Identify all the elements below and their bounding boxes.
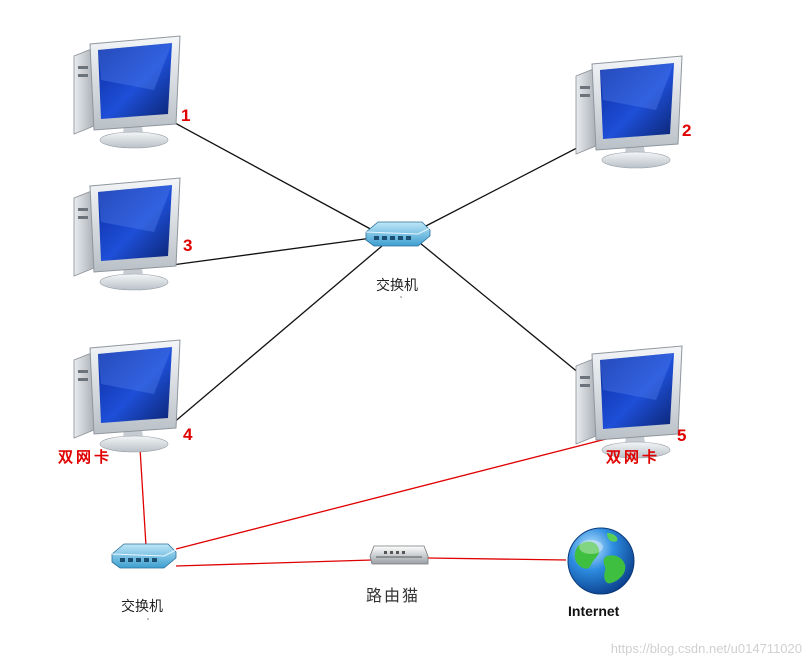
- link-modem-internet: [427, 557, 567, 561]
- computer-3[interactable]: [73, 177, 181, 291]
- link-pc3-switch: [171, 237, 373, 266]
- computer-2[interactable]: [575, 55, 683, 169]
- secondary-switch-icon[interactable]: [111, 543, 177, 569]
- link-pc1-switch: [174, 122, 377, 233]
- computer-2-number: 2: [682, 121, 691, 140]
- internet-label: Internet: [568, 603, 620, 619]
- main-switch-label: 交换机: [376, 277, 418, 294]
- modem-icon[interactable]: [369, 545, 429, 565]
- watermark: https://blog.csdn.net/u014711020: [610, 641, 802, 656]
- computer-5-note: 双网卡: [606, 448, 660, 466]
- internet-globe-icon[interactable]: [567, 527, 635, 595]
- computer-5-number: 5: [677, 426, 686, 445]
- modem-label: 路由猫: [366, 586, 420, 605]
- link-pc5-switch: [419, 242, 586, 379]
- secondary-switch-dot: [147, 618, 149, 620]
- link-pc5-switch2: [175, 437, 611, 550]
- computer-1-number: 1: [181, 106, 190, 125]
- computer-4-number: 4: [183, 425, 193, 444]
- computer-4[interactable]: [73, 339, 181, 453]
- secondary-switch-label: 交换机: [121, 598, 163, 615]
- computer-1[interactable]: [73, 35, 181, 149]
- link-switch2-modem: [175, 559, 373, 567]
- computer-3-number: 3: [183, 236, 192, 255]
- link-pc4-switch: [171, 245, 383, 425]
- link-pc4-switch2: [139, 447, 147, 547]
- computer-4-note: 双网卡: [58, 448, 112, 466]
- computer-5[interactable]: [575, 345, 683, 459]
- wan-links: [139, 437, 611, 567]
- main-switch-icon[interactable]: [365, 221, 431, 247]
- link-pc2-switch: [421, 134, 603, 229]
- lan-links: [171, 122, 603, 425]
- main-switch-dot: [400, 296, 402, 298]
